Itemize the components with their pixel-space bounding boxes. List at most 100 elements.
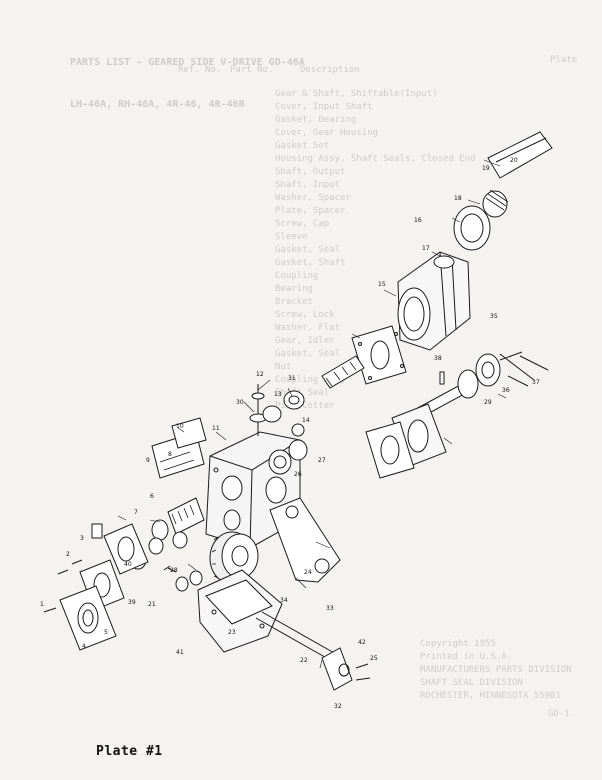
- callout-number: 36: [502, 387, 510, 394]
- callout-number: 37: [532, 379, 540, 386]
- callout-number: 24: [304, 569, 312, 576]
- left-plates: [43, 523, 149, 651]
- bleed-row: Bearing: [275, 284, 313, 294]
- callout-number: 18: [454, 195, 462, 202]
- bleed-row: Coupling: [275, 271, 319, 281]
- callout-number: 6: [150, 493, 154, 500]
- bleed-row: Screw, Cap: [275, 219, 330, 229]
- callout-number: 28: [170, 567, 178, 574]
- bleed-footer-line: Printed in U.S.A.: [420, 652, 513, 662]
- bleed-row: Gasket, Seal: [275, 245, 341, 255]
- callout-number: 3: [80, 535, 84, 542]
- callout-number: 25: [370, 655, 378, 662]
- bleed-row: Nut: [275, 362, 292, 372]
- bevel-block-left: [151, 417, 207, 479]
- bleed-row: Sleeve: [275, 232, 308, 242]
- bleed-row: Gear, Idler: [275, 336, 335, 346]
- plate-label: Plate #1: [96, 744, 163, 759]
- bleed-footer-line: ROCHESTER, MINNESOTA 55901: [420, 691, 561, 701]
- callout-number: 2: [66, 551, 70, 558]
- callout-number: 1: [40, 601, 44, 608]
- callout-number: 17: [422, 245, 430, 252]
- center-fittings: [163, 565, 203, 592]
- callout-number: 15: [378, 281, 386, 288]
- bleed-row: Gasket, Bearing: [275, 115, 357, 125]
- bleed-footer-line: SHAFT SEAL DIVISION: [420, 678, 523, 688]
- long-shaft-lower: [255, 611, 337, 661]
- callout-number: 40: [124, 561, 132, 568]
- callout-number: 32: [334, 703, 342, 710]
- callout-number: 26: [294, 471, 302, 478]
- bleed-row: Bracket: [275, 297, 313, 307]
- bleed-header-ref: Ref. No.: [178, 65, 222, 75]
- callout-number: 38: [434, 355, 442, 362]
- callout-number: 27: [318, 457, 326, 464]
- bleed-row: Housing Assy, Shaft Seals, Closed End: [275, 154, 476, 164]
- callout-number: 22: [300, 657, 308, 664]
- callout-number: 8: [168, 451, 172, 458]
- bleed-header-description: Description: [300, 65, 360, 75]
- callout-number: 14: [302, 417, 310, 424]
- bleed-row: Washer, Flat: [275, 323, 341, 333]
- callout-number: 39: [128, 599, 136, 606]
- bleed-row: Gasket, Seal: [275, 349, 341, 359]
- bleed-row: Gasket, Shaft: [275, 258, 346, 268]
- bleed-row: Gear & Shaft, Shiftable(Input): [275, 89, 438, 99]
- bleed-header-part: Part No.: [230, 65, 274, 75]
- bleed-row: Gasket Set: [275, 141, 330, 151]
- input-gear: [129, 497, 205, 570]
- base-frame: [197, 569, 283, 653]
- shifter-arm: [269, 497, 341, 583]
- bleed-footer-line: MANUFACTURERS PARTS DIVISION: [420, 665, 572, 675]
- bleed-footer-line: Copyright 1955: [420, 639, 496, 649]
- bleed-code: GD-1: [548, 709, 570, 719]
- bleed-title-line: LH-46A, RH-46A, 4R-46, 4R-46R: [70, 99, 245, 110]
- top-bearing-stack: [249, 384, 305, 436]
- callout-number: 4: [82, 643, 86, 650]
- lower-bracket: [321, 647, 371, 691]
- spline-shaft-upper: [321, 355, 365, 389]
- callout-number: 12: [256, 371, 264, 378]
- callout-number: 19: [482, 165, 490, 172]
- callout-number: 33: [326, 605, 334, 612]
- callout-number: 20: [510, 157, 518, 164]
- callout-number: 11: [212, 425, 220, 432]
- callout-number: 34: [280, 597, 288, 604]
- callout-number: 9: [146, 457, 150, 464]
- callout-number: 41: [176, 649, 184, 656]
- bleed-row: Shaft, Input: [275, 180, 341, 190]
- bleed-row: Plate, Spacer: [275, 206, 346, 216]
- callout-number: 29: [484, 399, 492, 406]
- callout-number: 7: [134, 509, 138, 516]
- bleed-row: Cover, Gear Housing: [275, 128, 378, 138]
- callout-number: 5: [104, 629, 108, 636]
- tail-shaft-group: [453, 131, 553, 251]
- bleed-row: Washer, Spacer: [275, 193, 351, 203]
- flange-plate-right: [365, 403, 447, 479]
- callout-number: 23: [228, 629, 236, 636]
- bleed-header-plate: Plate: [550, 55, 578, 65]
- right-rods: [439, 353, 549, 385]
- callout-number: 42: [358, 639, 366, 646]
- callout-number: 30: [236, 399, 244, 406]
- callout-number: 13: [274, 391, 282, 398]
- bleed-title-line: PARTS LIST - GEARED SIDE V-DRIVE GD-46A: [70, 57, 305, 68]
- bleed-row: Shaft, Output: [275, 167, 346, 177]
- callout-number: 31: [288, 375, 296, 382]
- upper-housing: [397, 251, 471, 351]
- bleed-row: Pin, Cotter: [275, 401, 335, 411]
- bleed-title: PARTS LIST - GEARED SIDE V-DRIVE GD-46A …: [70, 28, 305, 140]
- bleed-row: Cover, Input Shaft: [275, 102, 373, 112]
- callout-number: 16: [414, 217, 422, 224]
- callout-number: 10: [176, 423, 184, 430]
- gasket-plate-upper: [351, 325, 407, 385]
- bleed-row: Screw, Lock: [275, 310, 335, 320]
- callout-number: 21: [148, 601, 156, 608]
- leader-lines: [117, 159, 507, 669]
- bearing-right-small: [268, 423, 308, 475]
- callout-number: 35: [490, 313, 498, 320]
